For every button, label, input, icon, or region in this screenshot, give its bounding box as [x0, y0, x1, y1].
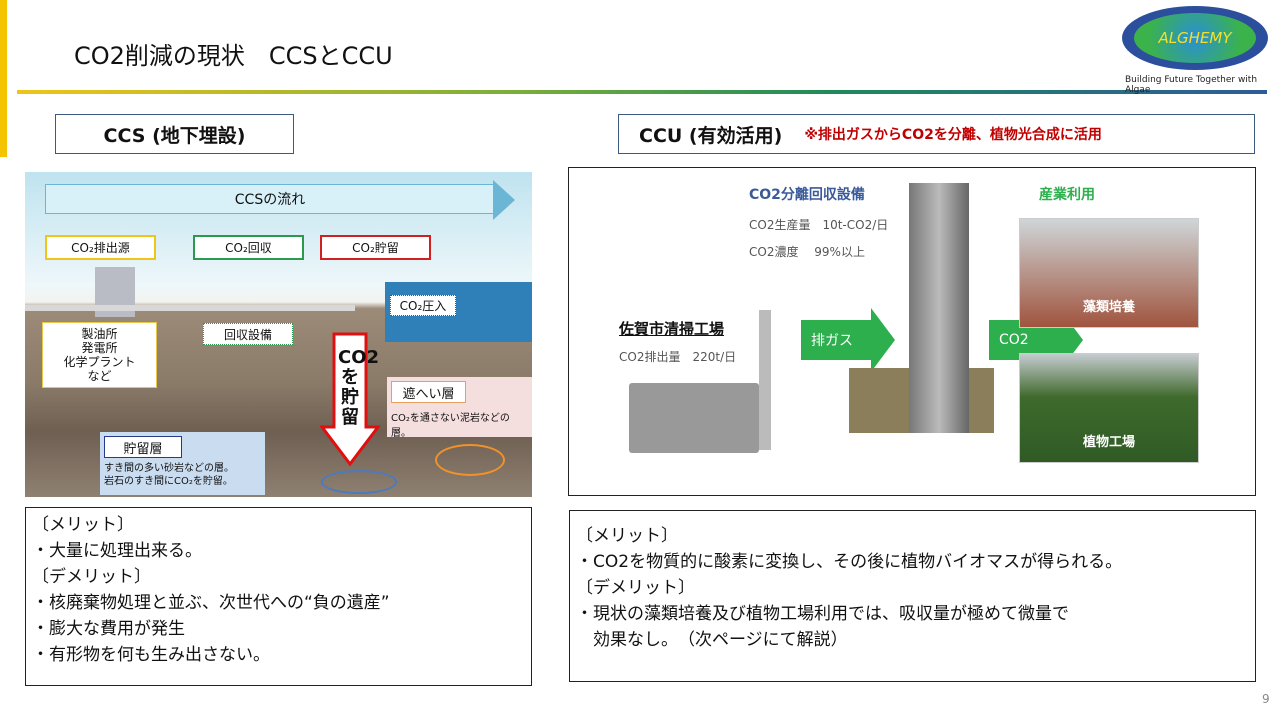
separation-concentration: CO2濃度 99%以上: [749, 245, 865, 259]
note-line: ・大量に処理出来る。: [32, 541, 202, 561]
slide-title: CO2削減の現状 CCSとCCU: [74, 42, 393, 70]
pipeline: [25, 305, 355, 311]
reservoir-label: 貯留層: [104, 436, 182, 458]
exhaust-arrow-tip: [871, 308, 895, 372]
cap-layer-label: 遮へい層: [391, 381, 466, 403]
facility-item: 製油所: [81, 327, 118, 341]
algae-culture-photo: 藻類培養: [1019, 218, 1199, 328]
exhaust-arrow: 排ガス: [801, 308, 895, 372]
ccu-note: ※排出ガスからCO2を分離、植物光合成に活用: [804, 127, 1102, 143]
alghemy-logo: ALGHEMY: [1122, 6, 1268, 70]
facility-item: 化学プラント: [63, 355, 136, 369]
note-line: 効果なし。 （次ページにて解説）: [576, 630, 848, 650]
storage-arrow-text: CO2を貯留: [338, 347, 380, 428]
ccs-flow-arrow: CCSの流れ: [45, 184, 495, 214]
storage-down-arrow: [320, 332, 380, 467]
note-line: ・核廃棄物処理と並ぶ、次世代への“負の遺産”: [32, 593, 390, 613]
ccu-heading-text: CCU (有効活用): [639, 124, 783, 147]
ccu-notes: 〔メリット〕 ・CO2を物質的に酸素に変換し、その後に植物バイオマスが得られる。…: [569, 510, 1256, 682]
ccs-notes: 〔メリット〕 ・大量に処理出来る。 〔デメリット〕 ・核廃棄物処理と並ぶ、次世代…: [25, 507, 532, 686]
co2-source-label: CO₂排出源: [45, 235, 156, 260]
cap-layer-marker: [435, 444, 505, 476]
separation-title: CO2分離回収設備: [749, 187, 865, 203]
accent-bar: [0, 0, 7, 157]
plant-factory-photo: 植物工場: [1019, 353, 1199, 463]
note-line: ・現状の藻類培養及び植物工場利用では、吸収量が極めて微量で: [576, 604, 1069, 624]
separation-production: CO2生産量 10t-CO2/日: [749, 218, 889, 232]
industrial-use-title: 産業利用: [1039, 187, 1095, 203]
logo-text: ALGHEMY: [1134, 13, 1256, 63]
note-line: ・膨大な費用が発生: [32, 619, 185, 639]
note-line: ・CO2を物質的に酸素に変換し、その後に植物バイオマスが得られる。: [576, 552, 1123, 572]
note-line: 〔メリット〕: [32, 515, 134, 535]
reservoir-desc-1: すき間の多い砂岩などの層。: [104, 463, 234, 474]
plant-emission: CO2排出量 220t/日: [619, 350, 737, 364]
flow-arrow-tip: [493, 180, 515, 220]
co2-storage-label: CO₂貯留: [320, 235, 431, 260]
reservoir-callout: 貯留層 すき間の多い砂岩などの層。 岩石のすき間にCO₂を貯留。: [100, 432, 265, 495]
facility-item: 発電所: [81, 341, 118, 355]
algae-culture-label: 藻類培養: [1082, 300, 1135, 315]
ccu-diagram: CO2分離回収設備 CO2生産量 10t-CO2/日 CO2濃度 99%以上 佐…: [568, 167, 1256, 496]
note-line: 〔デメリット〕: [32, 567, 151, 587]
capture-facility-label: 回収設備: [203, 323, 293, 345]
note-line: ・有形物を何も生み出さない。: [32, 645, 270, 665]
logo-tagline: Building Future Together with Algae: [1125, 75, 1258, 95]
note-line: 〔メリット〕: [576, 526, 678, 546]
ccu-heading: CCU (有効活用) ※排出ガスからCO2を分離、植物光合成に活用: [618, 114, 1255, 154]
note-line: 〔デメリット〕: [576, 578, 695, 598]
chimney-illustration: [759, 310, 771, 450]
reservoir-desc-2: 岩石のすき間にCO₂を貯留。: [104, 476, 233, 487]
facility-list: 製油所 発電所 化学プラント など: [42, 322, 157, 388]
cap-layer-desc: CO₂を通さない泥岩などの層。: [391, 413, 510, 439]
ccs-diagram: CCSの流れ CO₂排出源 CO₂回収 CO₂貯留 製油所 発電所 化学プラント…: [25, 172, 532, 497]
reservoir-marker: [321, 470, 397, 494]
ccs-heading-text: CCS (地下埋設): [103, 124, 246, 147]
facility-item: など: [87, 369, 112, 383]
injection-label: CO₂圧入: [390, 295, 456, 316]
page-number: 9: [1262, 692, 1270, 706]
exhaust-label: 排ガス: [801, 320, 871, 360]
separation-tower-photo: [909, 183, 969, 433]
title-divider: [17, 90, 1267, 94]
incinerator-illustration: [629, 383, 759, 453]
ccs-heading: CCS (地下埋設): [55, 114, 294, 154]
plant-factory-label: 植物工場: [1082, 435, 1135, 450]
co2-capture-label: CO₂回収: [193, 235, 304, 260]
plant-name: 佐賀市清掃工場: [619, 320, 725, 338]
cap-layer-callout: 遮へい層 CO₂を通さない泥岩などの層。: [387, 377, 532, 439]
